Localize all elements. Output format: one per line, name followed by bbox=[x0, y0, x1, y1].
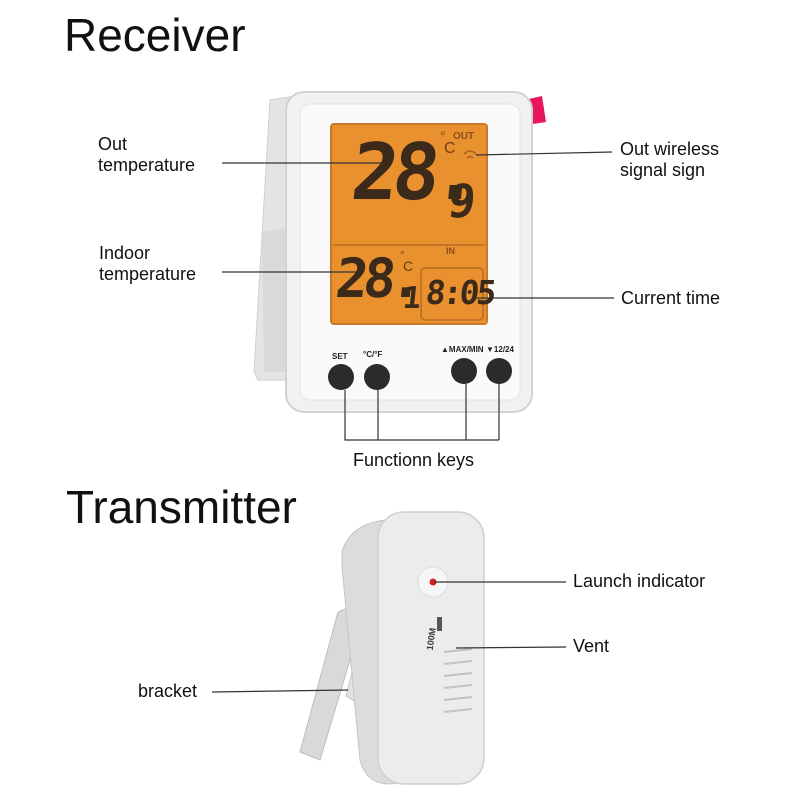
wireless-signal-icon bbox=[463, 150, 477, 159]
function-keys-label: Functionn keys bbox=[353, 450, 475, 470]
maxmin-button-label: ▲MAX/MIN bbox=[441, 345, 484, 354]
current-time-label: Current time bbox=[621, 288, 721, 308]
vent-label: Vent bbox=[573, 636, 610, 656]
maxmin-button[interactable] bbox=[451, 358, 477, 384]
launch-indicator-led bbox=[429, 578, 437, 586]
out-temperature-decimal: 9 bbox=[445, 174, 479, 228]
vent-leader bbox=[455, 646, 567, 649]
indoor-temperature-decimal: 1 bbox=[401, 281, 423, 316]
indoor-temperature-label: Indoor temperature bbox=[99, 243, 197, 284]
function-keys-bracket-lines bbox=[344, 384, 500, 441]
bracket-leader bbox=[211, 689, 349, 693]
out-wireless-signal-label: Out wireless signal sign bbox=[620, 139, 720, 180]
lcd-time-box bbox=[420, 267, 484, 321]
lcd-screen bbox=[330, 123, 488, 325]
out-temperature-label: Out temperature bbox=[98, 134, 196, 175]
unit-button[interactable] bbox=[364, 364, 390, 390]
receiver-title: Receiver bbox=[64, 9, 246, 61]
set-button[interactable] bbox=[328, 364, 354, 390]
clock-button-label: ▼12/24 bbox=[486, 345, 514, 354]
current-time-value: 8:05 bbox=[423, 273, 496, 312]
transmitter-title: Transmitter bbox=[66, 481, 297, 533]
out-indicator: OUT bbox=[453, 131, 475, 142]
in-degree-symbol: ° bbox=[400, 248, 405, 262]
out-unit: C bbox=[444, 140, 456, 157]
thermometer-icon bbox=[437, 617, 442, 631]
out-degree-symbol: ° bbox=[440, 128, 446, 144]
vent-grille bbox=[443, 648, 473, 713]
clock-button[interactable] bbox=[486, 358, 512, 384]
bracket-label: bracket bbox=[138, 681, 198, 701]
signal-sign-leader bbox=[475, 151, 613, 156]
launch-indicator-label: Launch indicator bbox=[573, 571, 706, 591]
receiver-stand-shadow bbox=[262, 228, 286, 372]
unit-button-label: °C/°F bbox=[363, 350, 383, 359]
in-indicator: IN bbox=[446, 246, 455, 256]
set-button-label: SET bbox=[332, 352, 348, 361]
in-unit: C bbox=[403, 258, 414, 274]
